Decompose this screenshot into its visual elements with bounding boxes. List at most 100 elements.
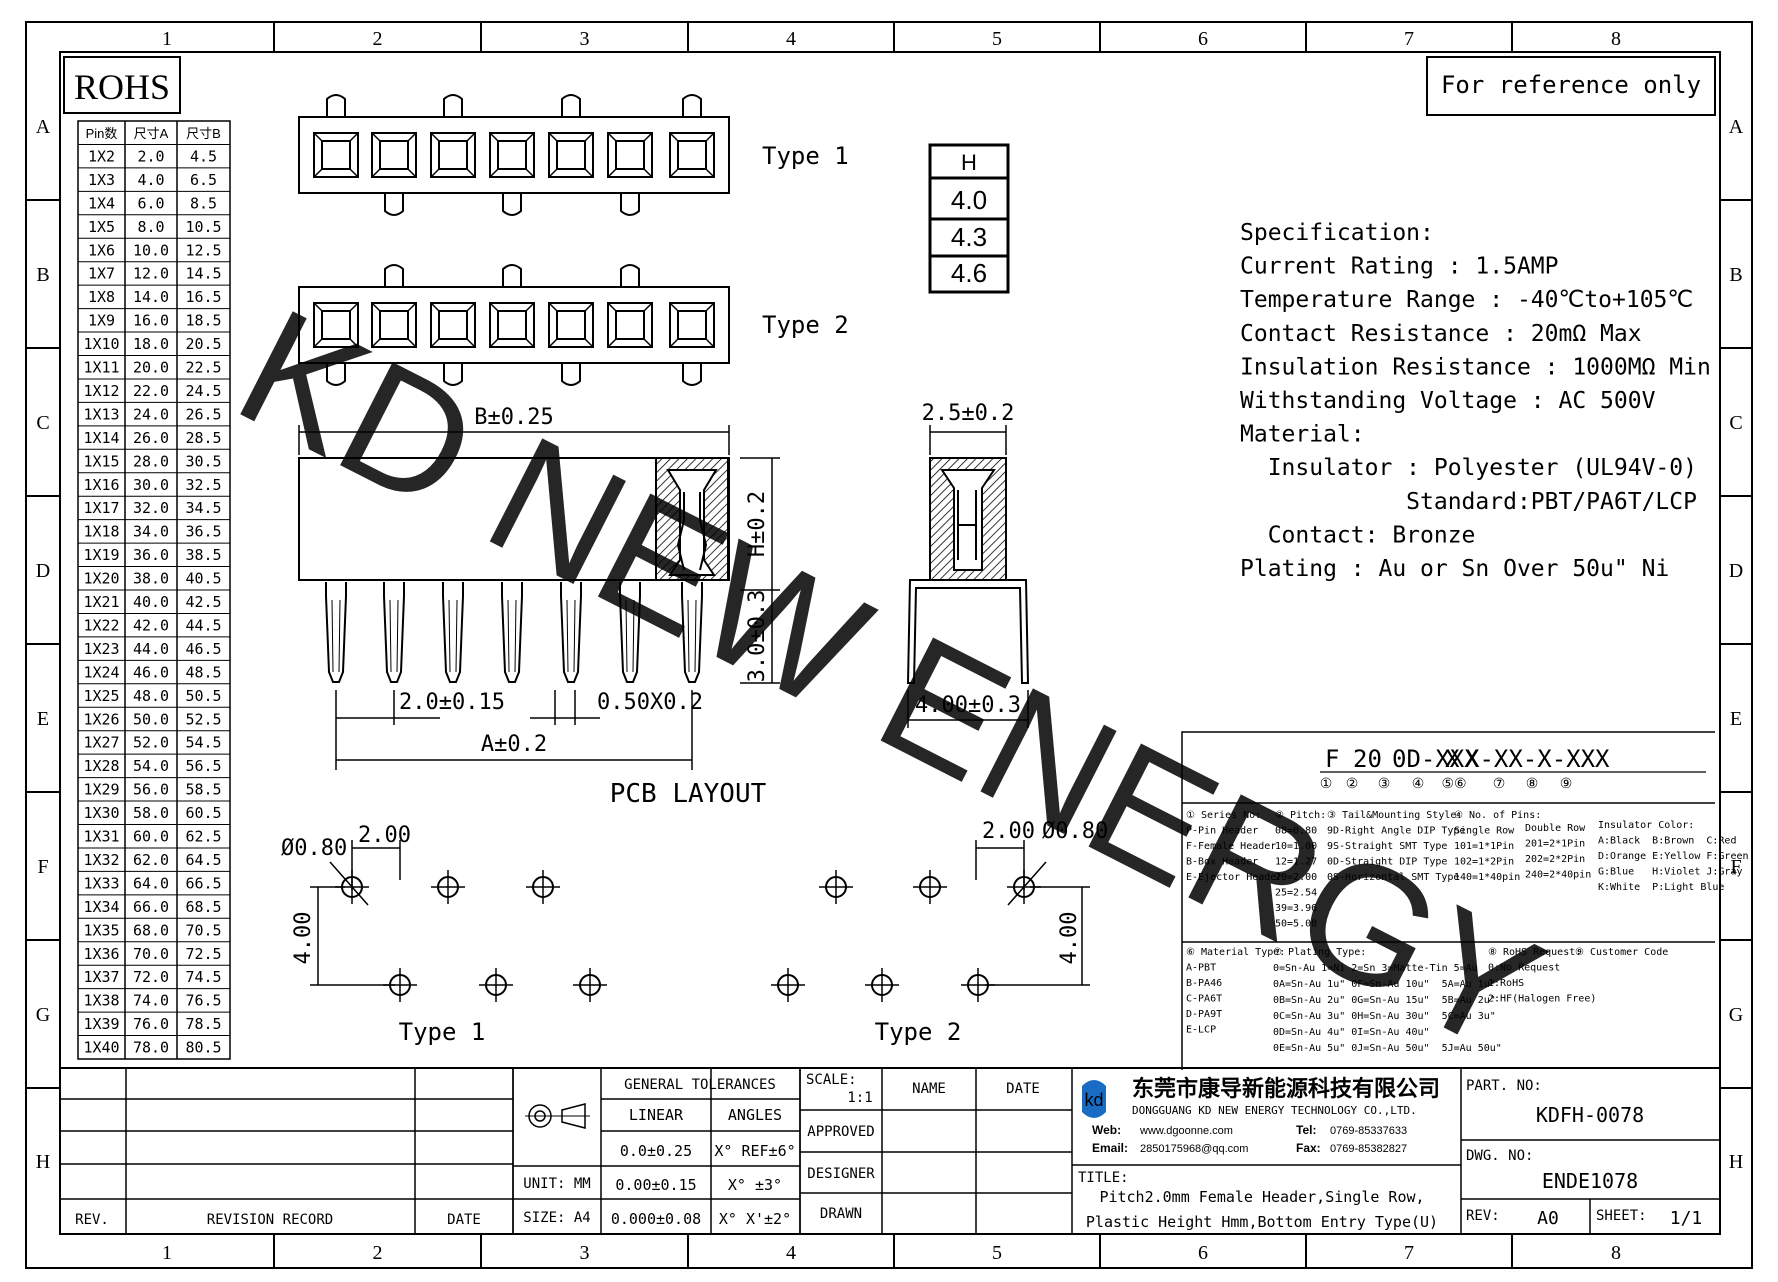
line (371, 302, 381, 312)
pin-table-cell: 1X29 (83, 781, 119, 799)
zone-col: 7 (1404, 28, 1414, 50)
legend-line: Single Row (1454, 826, 1515, 837)
pin-table-cell: 1X6 (88, 241, 115, 259)
pin-table-cell: 1X5 (88, 218, 115, 236)
height-table-header: H (961, 150, 977, 175)
specification-block: Specification:Current Rating : 1.5AMPTem… (1240, 220, 1711, 582)
pcb-diameter: Ø0.80 (281, 836, 347, 861)
line (669, 168, 679, 178)
line (573, 599, 576, 673)
spec-line: Plating : Au or Sn Over 50u" Ni (1240, 556, 1669, 582)
housing (298, 286, 730, 364)
pin-table-cell: 48.5 (185, 663, 221, 681)
legend-line: ④ No. of Pins: (1454, 810, 1541, 821)
legend-line: C-PA6T (1186, 994, 1222, 1005)
pcb-layout (329, 861, 1047, 1002)
pin-table-cell: 24.5 (185, 382, 221, 400)
pin-table-cell: 54.5 (185, 734, 221, 752)
legend-line: K:White P:Light Blue (1598, 882, 1724, 893)
spec-line: Withstanding Voltage : AC 500V (1240, 388, 1656, 414)
pin-table-cell: 76.0 (133, 1015, 169, 1033)
title-block-border (59, 1067, 1721, 1235)
pcb-pitch: 2.00 (358, 823, 411, 848)
line (313, 302, 323, 312)
contact-cavity (669, 132, 715, 178)
contact-cavity-inner (556, 140, 586, 170)
pin-table-cell: 32.5 (185, 476, 221, 494)
legend-line: 9D-Right Angle DIP Type (1327, 826, 1465, 837)
pin-tab (326, 363, 346, 386)
line (338, 599, 341, 673)
zone-row: G (36, 1004, 50, 1026)
pcb-vertical: 4.00 (291, 912, 316, 965)
pin-table-cell: 1X28 (83, 757, 119, 775)
general-tolerances-label: GENERAL TOLERANCES (624, 1077, 776, 1093)
rev-no-label: REV: (1466, 1208, 1500, 1224)
line (584, 338, 594, 348)
contact-cavity (430, 302, 476, 348)
line (329, 861, 369, 906)
contact-cavity-inner (556, 310, 586, 340)
line (625, 599, 628, 673)
sheet-label: SHEET: (1596, 1208, 1647, 1224)
zone-row: E (1730, 708, 1742, 730)
pcb-type2-label: Type 2 (875, 1018, 962, 1046)
zone-row: D (1729, 560, 1743, 582)
line (407, 302, 417, 312)
part-code-segment: F (1325, 745, 1339, 773)
pcb-diameter: Ø0.80 (1042, 819, 1108, 844)
line (669, 132, 679, 142)
pin-tab (561, 363, 581, 386)
company-name-en: DONGGUANG KD NEW ENERGY TECHNOLOGY CO.,L… (1132, 1104, 1417, 1117)
legend-line: 0=Sn-Au 1=Ni 2=Sn 3=Matte-Tin 5=Au (1273, 963, 1478, 974)
legend-line: 0C=Sn-Au 3u" 0H=Sn-Au 30u" 5C=Au 3u" (1273, 1011, 1496, 1022)
line (669, 338, 679, 348)
line (349, 132, 359, 142)
pin-table-cell: 70.0 (133, 945, 169, 963)
pin-tab (620, 264, 640, 287)
pin-table-cell: 1X11 (83, 359, 119, 377)
contact-cavity-inner (677, 140, 707, 170)
line (349, 302, 359, 312)
pin-table-cell: 28.0 (133, 452, 169, 470)
unit-label: UNIT: MM (523, 1176, 590, 1192)
line (705, 132, 715, 142)
type1-top-view (298, 94, 730, 216)
legend-line: Insulator Color: (1598, 820, 1694, 831)
front-view-pins (325, 582, 703, 683)
line (525, 132, 535, 142)
height-value: 4.3 (951, 222, 987, 252)
line (466, 168, 476, 178)
pin-table-cell: 44.5 (185, 616, 221, 634)
contact-cavity-inner (497, 310, 527, 340)
company-logo-icon (1082, 1080, 1106, 1118)
spec-line: Temperature Range : -40℃to+105℃ (1240, 287, 1693, 313)
pcb-layout-label: PCB LAYOUT (610, 779, 767, 809)
legend-line: 0D=Sn-Au 4u" 0I=Sn-Au 40u" (1273, 1027, 1430, 1038)
spec-line: Insulator : Polyester (UL94V-0) (1240, 455, 1697, 481)
line (371, 168, 381, 178)
legend-line: 240=2*40pin (1525, 870, 1591, 881)
web-label: Web: (1092, 1123, 1121, 1137)
housing (298, 116, 730, 194)
legend-line: 202=2*2Pin (1525, 854, 1585, 865)
line (669, 302, 679, 312)
pin-tab (620, 193, 640, 216)
legend-line: ⑧ RoHS Request: (1488, 947, 1581, 958)
type2-top-view (298, 264, 730, 386)
pin-table-header: 尺寸A (134, 126, 169, 141)
contact-cavity (430, 132, 476, 178)
line (407, 132, 417, 142)
projection-symbol-icon (561, 1103, 586, 1129)
dwg-no-label: DWG. NO: (1466, 1148, 1533, 1164)
pin-table-cell: 1X23 (83, 640, 119, 658)
line (448, 599, 451, 673)
pin-table-cell: 1X39 (83, 1015, 119, 1033)
line (407, 168, 417, 178)
part-code-index: ⑦ (1493, 775, 1506, 791)
pin-tab (502, 264, 522, 287)
line (566, 599, 569, 673)
